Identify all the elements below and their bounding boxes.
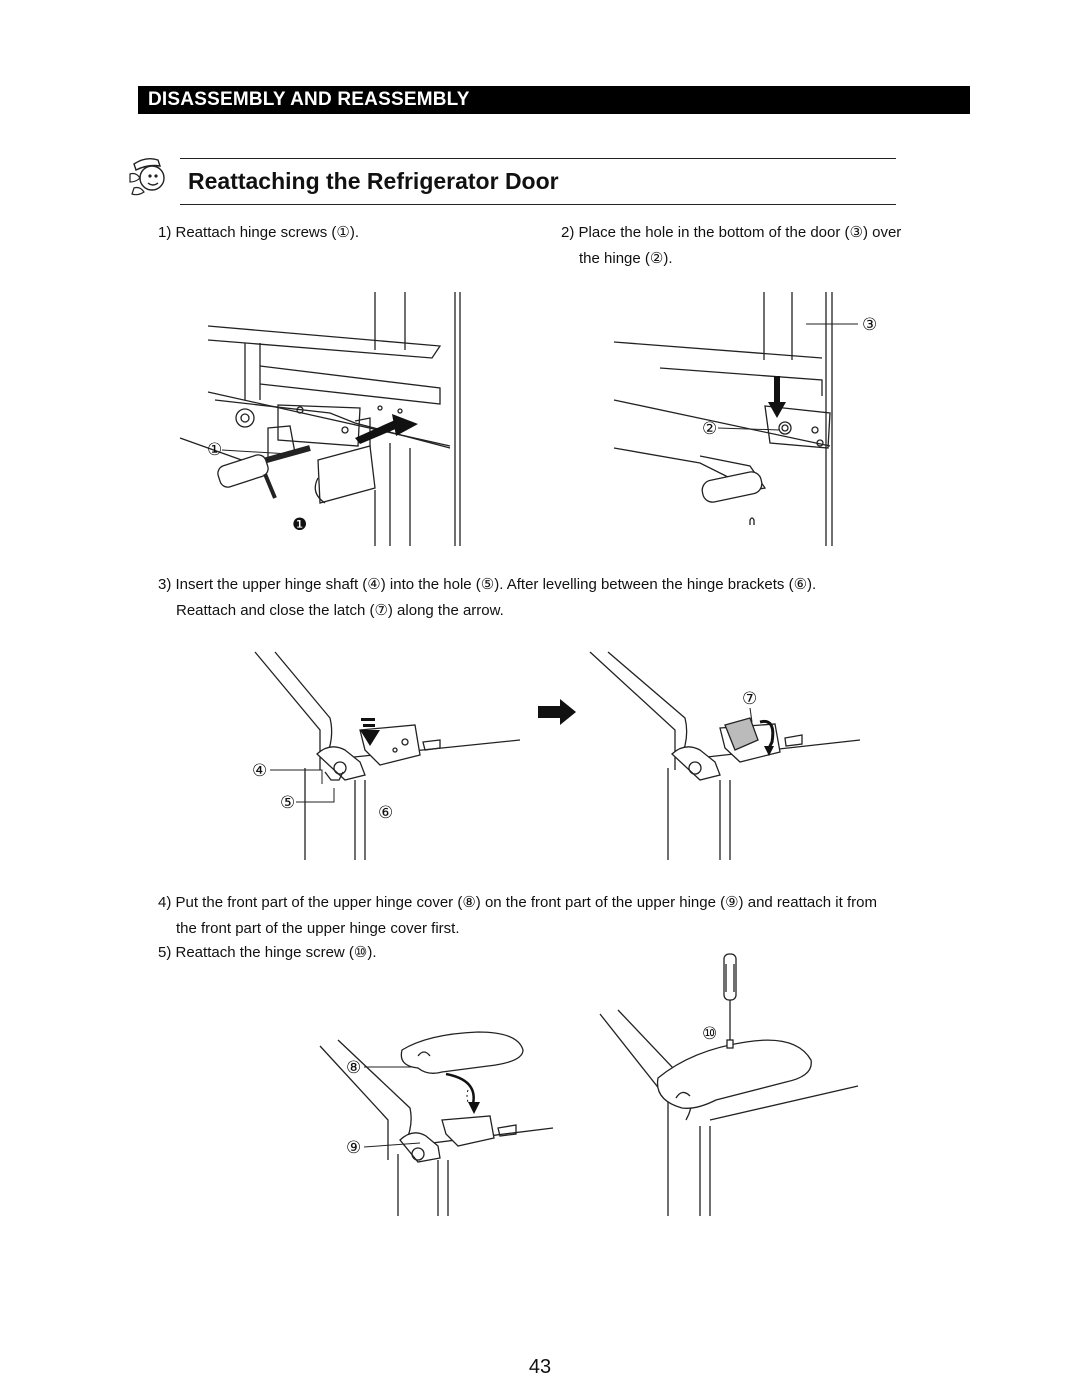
heading-rule-top	[180, 158, 896, 159]
callout-2: ②	[702, 419, 717, 439]
callout-7: ⑦	[742, 689, 757, 709]
next-step-arrow-icon	[538, 699, 578, 725]
page-title: Reattaching the Refrigerator Door	[188, 168, 559, 194]
callout-3: ③	[862, 315, 877, 335]
callout-8: ⑧	[346, 1058, 361, 1078]
figure-hinge-screw-reattach	[596, 950, 866, 1220]
heading-rule-bottom	[180, 204, 896, 205]
step-2-text: 2) Place the hole in the bottom of the d…	[561, 220, 901, 272]
figure-latch-close	[580, 650, 870, 865]
callouts-step-4: ⑧ ⑨ ⑩	[346, 1024, 717, 1158]
page-number: 43	[528, 1356, 552, 1378]
step-4-text: 4) Put the front part of the upper hinge…	[158, 890, 877, 942]
callout-6: ⑥	[378, 803, 393, 823]
figure-hinge-screws: ① ❶	[160, 288, 480, 550]
step-2-line-1: 2) Place the hole in the bottom of the d…	[561, 224, 902, 241]
figure-door-over-hinge: ③ ②	[600, 288, 900, 550]
callout-9: ⑨	[346, 1138, 361, 1158]
technician-mascot-icon	[126, 152, 176, 202]
step-5-line: 5) Reattach the hinge screw (⑩).	[158, 944, 377, 961]
callout-4: ④	[252, 761, 267, 781]
callout-1-filled: ❶	[292, 515, 307, 535]
section-title: DISASSEMBLY AND REASSEMBLY	[148, 89, 470, 110]
step-5-text: 5) Reattach the hinge screw (⑩).	[158, 940, 377, 966]
step-4-line-2: the front part of the upper hinge cover …	[176, 920, 460, 937]
step-2-line-2: the hinge (②).	[579, 250, 673, 267]
step-3-text: 3) Insert the upper hinge shaft (④) into…	[158, 572, 816, 624]
step-3-line-1: 3) Insert the upper hinge shaft (④) into…	[158, 576, 817, 593]
step-1-text: 1) Reattach hinge screws (①).	[158, 220, 359, 246]
figure-hinge-cover	[318, 1020, 558, 1220]
figure-upper-hinge-shaft	[245, 650, 525, 865]
section-title-bar: DISASSEMBLY AND REASSEMBLY	[138, 86, 970, 114]
step-4-line-1: 4) Put the front part of the upper hinge…	[158, 894, 877, 911]
callout-10: ⑩	[702, 1024, 717, 1044]
callout-1: ①	[207, 440, 222, 460]
step-3-line-2: Reattach and close the latch (⑦) along t…	[176, 602, 504, 619]
step-1-line: 1) Reattach hinge screws (①).	[158, 224, 360, 241]
callouts-step-3: ④ ⑤ ⑥ ⑦	[252, 689, 757, 823]
callout-5: ⑤	[280, 793, 295, 813]
